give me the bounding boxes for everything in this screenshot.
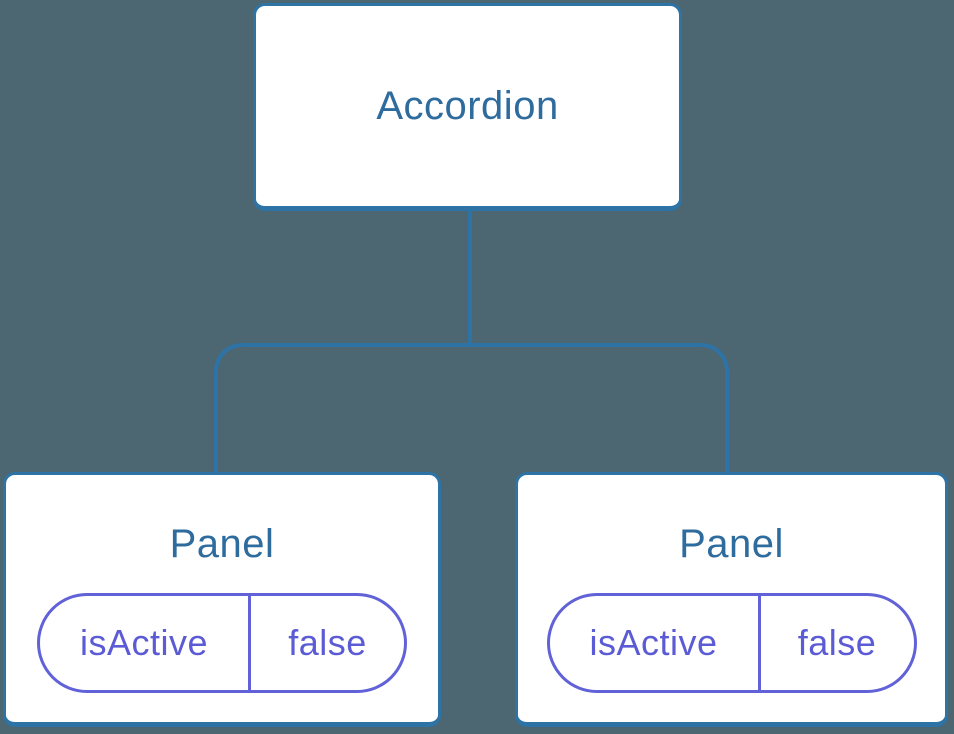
state-pill-left: isActive false [37, 593, 407, 693]
connector-root-stem [468, 211, 472, 347]
node-panel-right-label: Panel [679, 522, 784, 566]
node-accordion: Accordion [253, 3, 682, 211]
node-panel-right: Panel isActive false [515, 472, 948, 727]
state-pill-right: isActive false [546, 593, 917, 693]
state-value-label: false [288, 622, 367, 663]
state-name-label: isActive [550, 596, 761, 690]
node-panel-left-label: Panel [169, 522, 275, 566]
connector-branch [214, 343, 729, 473]
node-panel-left: Panel isActive false [3, 472, 441, 727]
state-name-label: isActive [40, 596, 252, 690]
state-value-label: false [797, 622, 877, 663]
node-accordion-label: Accordion [376, 84, 559, 128]
